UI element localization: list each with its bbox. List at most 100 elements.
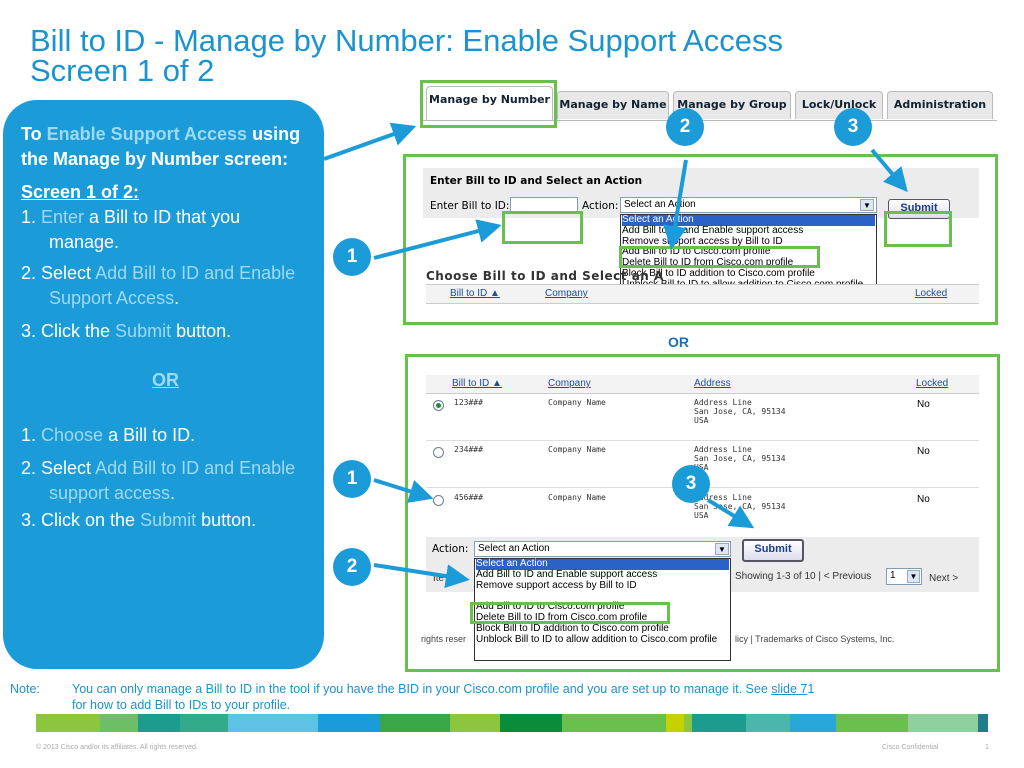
copyright: © 2013 Cisco and/or its affiliates. All … (36, 744, 198, 751)
choose-heading: Choose Bill to ID and Select an A (426, 269, 664, 283)
address-country: USA (694, 416, 709, 425)
step-b1-rest: a Bill to ID. (103, 425, 196, 445)
top-action-select[interactable]: Select an Action (620, 197, 877, 213)
intro-highlight: Enable Support Access (46, 124, 248, 144)
top-dd-option[interactable]: Block Bill to ID addition to Cisco.com p… (622, 267, 815, 279)
tab-manage-by-name[interactable]: Manage by Name (557, 91, 669, 119)
top-dd-option[interactable]: Add Bill to ID to Cisco.com profile (622, 246, 771, 258)
note-line-1: You can only manage a Bill to ID in the … (72, 681, 1022, 697)
step-a3: 3. Click the Submit button. (21, 319, 310, 344)
bottom-dd-option[interactable]: Block Bill to ID addition to Cisco.com p… (476, 622, 669, 634)
step-a1-num: 1. (21, 207, 42, 227)
tab-administration[interactable]: Administration (887, 91, 993, 119)
panel-intro: To Enable Support Access using the Manag… (21, 122, 310, 172)
row-radio[interactable] (433, 495, 444, 506)
title-line-2: Screen 1 of 2 (30, 53, 215, 88)
step-a2: 2. Select Add Bill to ID and Enable Supp… (21, 261, 310, 311)
bottom-table-header (426, 375, 979, 394)
tab-highlight-box (420, 80, 557, 128)
bottom-action-select[interactable]: Select an Action (474, 541, 731, 557)
color-stripe (790, 714, 836, 732)
row-radio[interactable] (433, 447, 444, 458)
action-label: Action: (582, 200, 619, 212)
row-company: Company Name (548, 493, 606, 502)
color-stripe (836, 714, 908, 732)
page-number: 1 (890, 570, 896, 581)
note-text: You can only manage a Bill to ID in the … (72, 682, 772, 696)
step-a2-num: 2. Select (21, 263, 96, 283)
step-a3-hl: Submit (115, 321, 172, 341)
color-stripe (908, 714, 978, 732)
color-stripe (318, 714, 380, 732)
bottom-dd-option[interactable]: Unblock Bill to ID to allow addition to … (476, 633, 718, 645)
note-line-2: for how to add Bill to IDs to your profi… (72, 698, 291, 712)
chevron-down-icon[interactable]: ▼ (860, 199, 874, 211)
bottom-dd-option[interactable]: Delete Bill to ID from Cisco.com profile (476, 611, 648, 623)
tab-manage-by-number[interactable]: Manage by Number (426, 86, 553, 121)
previous-link[interactable]: | < Previous (818, 571, 872, 582)
top-dd-option[interactable]: Add Bill to ID and Enable support access (622, 224, 804, 236)
slide-link[interactable]: slide 7 (771, 682, 808, 696)
step-a3-num: 3. Click the (21, 321, 116, 341)
chevron-down-icon[interactable]: ▼ (907, 570, 920, 583)
address-line: Address Line (694, 398, 752, 407)
items-per-page-label: Ite (433, 573, 445, 584)
row-locked: No (917, 494, 930, 505)
address-country: USA (694, 511, 709, 520)
chevron-down-icon[interactable]: ▼ (715, 543, 729, 555)
bottom-submit-button[interactable]: Submit (742, 539, 804, 562)
col-locked[interactable]: Locked (916, 378, 949, 389)
rights-text: rights reser (421, 634, 467, 644)
color-stripe (36, 714, 100, 732)
step-b3: 3. Click on the Submit button. (21, 508, 299, 533)
step-b3-hl: Submit (140, 510, 197, 530)
step-a2-rest: . (174, 288, 180, 308)
row-locked: No (917, 399, 930, 410)
bill-to-id-label: Enter Bill to ID: (430, 200, 510, 212)
bottom-dd-option[interactable]: Select an Action (476, 558, 729, 570)
bottom-action-dropdown: Select an Action Add Bill to ID and Enab… (474, 558, 731, 661)
row-billto: 234### (454, 445, 483, 454)
color-stripe (180, 714, 228, 732)
top-dd-option[interactable]: Select an Action (622, 214, 875, 226)
confidential-label: Cisco Confidential (882, 744, 939, 751)
col-billto[interactable]: Bill to ID ▲ (452, 378, 502, 389)
instructions-panel: To Enable Support Access using the Manag… (3, 100, 324, 669)
color-stripe (666, 714, 684, 732)
row-company: Company Name (548, 398, 606, 407)
row-locked: No (917, 446, 930, 457)
bottom-dd-option[interactable]: Remove support access by Bill to ID (476, 579, 637, 591)
arrow-3-bottom (706, 498, 755, 529)
color-stripe (138, 714, 180, 732)
top-col-company[interactable]: Company (545, 288, 588, 299)
step-badge-1-top: 1 (333, 238, 371, 276)
address-city: San Jose, CA, 95134 (694, 454, 786, 463)
step-badge-1-bottom: 1 (333, 460, 371, 498)
bottom-dd-option[interactable]: Add Bill to ID to Cisco.com profile (476, 601, 625, 613)
bottom-dd-option[interactable]: Add Bill to ID and Enable support access (476, 568, 658, 580)
next-link[interactable]: Next > (929, 573, 959, 584)
top-dd-option[interactable]: Delete Bill to ID from Cisco.com profile (622, 257, 794, 269)
tab-manage-by-group[interactable]: Manage by Group (673, 91, 791, 119)
col-address[interactable]: Address (694, 378, 731, 389)
address-line: Address Line (694, 445, 752, 454)
row-radio[interactable] (433, 400, 444, 411)
intro-suffix: using the Manage by Number screen: (21, 124, 301, 169)
note: Note: You can only manage a Bill to ID i… (10, 681, 1022, 713)
row-billto: 123### (454, 398, 483, 407)
step-a3-rest: button. (171, 321, 232, 341)
step-b2-num: 2. Select (21, 458, 96, 478)
color-stripe (692, 714, 746, 732)
step-badge-3-top: 3 (834, 108, 872, 146)
top-col-billto[interactable]: Bill to ID ▲ (450, 288, 500, 299)
address-city: San Jose, CA, 95134 (694, 407, 786, 416)
top-col-locked[interactable]: Locked (915, 288, 948, 299)
col-company[interactable]: Company (548, 378, 591, 389)
step-a2-hl: Add Bill to ID and Enable Support Access (49, 263, 296, 308)
intro-prefix: To (21, 124, 47, 144)
top-dd-option[interactable]: Remove support access by Bill to ID (622, 235, 783, 247)
or-divider: OR (152, 370, 179, 390)
or-label: OR (668, 334, 689, 350)
step-b1-hl: Choose (41, 425, 104, 445)
